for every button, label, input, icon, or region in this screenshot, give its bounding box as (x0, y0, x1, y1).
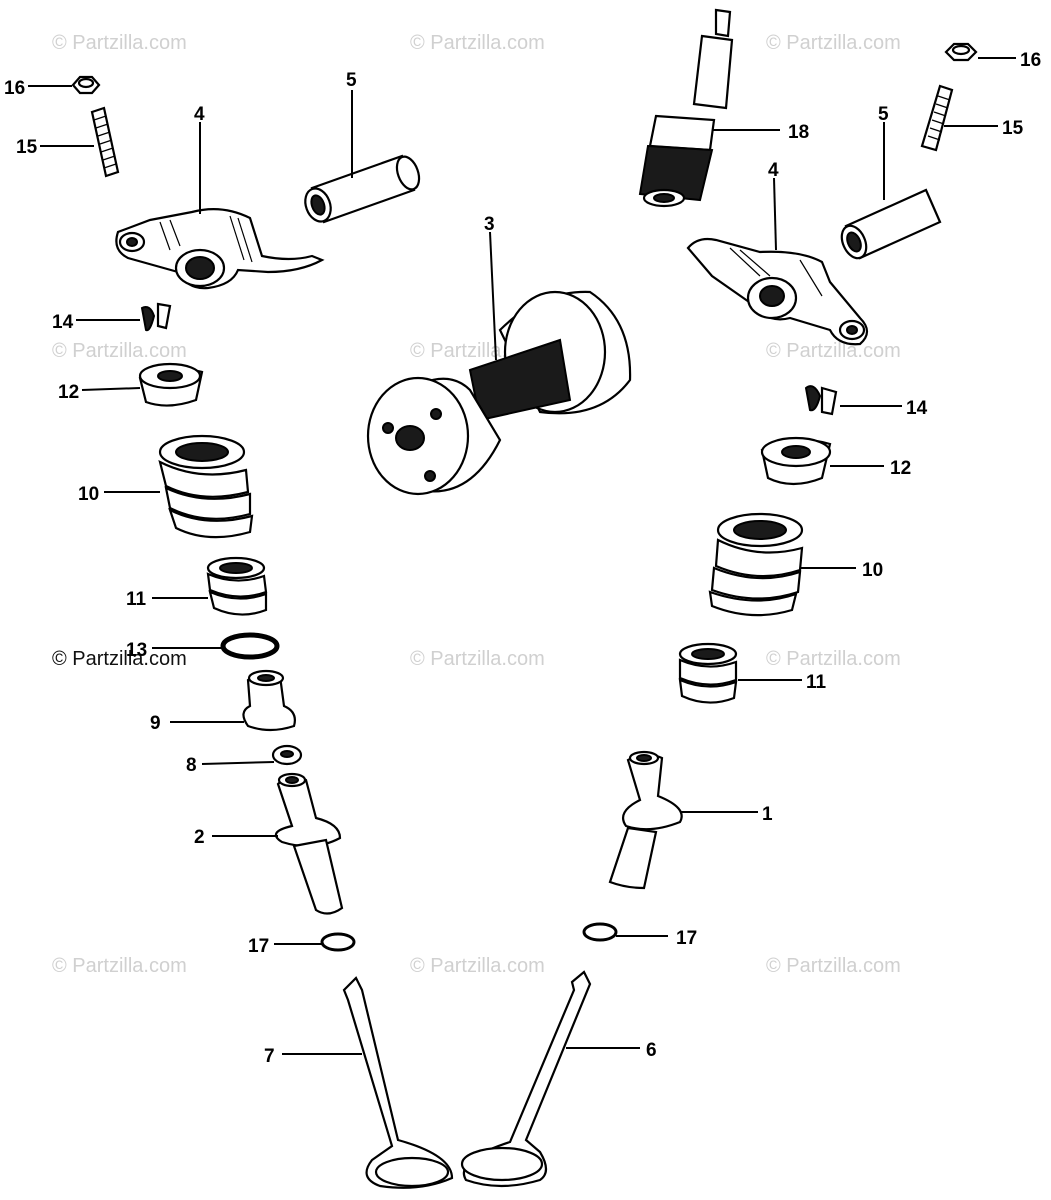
callout-18: 18 (788, 122, 809, 143)
callout-16-left: 16 (4, 78, 25, 99)
stem-seal-left (271, 744, 303, 766)
callout-2-left: 2 (194, 827, 205, 848)
spark-plug (638, 8, 734, 208)
watermark: © Partzilla.com (766, 340, 901, 362)
outer-spring-left (158, 434, 254, 539)
inner-spring-left (206, 556, 268, 616)
watermark: © Partzilla.com (410, 32, 545, 54)
valve-left (342, 976, 454, 1189)
callout-15-right: 15 (1002, 118, 1024, 139)
rocker-arm-left (115, 207, 325, 290)
valve-guide-right (608, 750, 683, 890)
o-ring-left (320, 932, 356, 952)
callout-11-left: 11 (126, 589, 147, 610)
retainer-left (138, 362, 204, 407)
outer-spring-right (708, 512, 804, 617)
callout-17-left: 17 (248, 936, 269, 957)
callout-14-right: 14 (906, 398, 928, 419)
spring-seat-left (242, 669, 296, 732)
stud-right (920, 84, 954, 152)
nut-right (944, 42, 978, 62)
callout-4-right: 4 (768, 160, 779, 181)
camshaft (366, 290, 632, 496)
callout-labels: 16 15 4 5 14 12 10 11 13 9 8 2 17 7 3 18… (4, 50, 1041, 1067)
retainer-right (760, 436, 832, 486)
watermark: © Partzilla.com (766, 955, 901, 977)
cotter-left (140, 302, 172, 332)
inner-spring-right (678, 642, 738, 704)
callout-16-right: 16 (1020, 50, 1041, 71)
callout-17-right: 17 (676, 928, 697, 949)
callout-9-left: 9 (150, 713, 161, 734)
callout-3: 3 (484, 214, 495, 235)
callout-1-right: 1 (762, 804, 773, 825)
rocker-shaft-right (840, 188, 942, 260)
callout-5-right: 5 (878, 104, 889, 125)
nut-left (71, 75, 101, 95)
watermark: © Partzilla.com (766, 648, 901, 670)
seat-ring-left (220, 632, 280, 660)
valve-right (460, 970, 592, 1188)
watermark: © Partzilla.com (410, 955, 545, 977)
rocker-shaft-left (304, 154, 421, 224)
cotter-right (804, 385, 838, 416)
stud-left (90, 106, 120, 178)
o-ring-right (582, 922, 618, 942)
watermark-main: © Partzilla.com (52, 648, 187, 670)
callout-10-left: 10 (78, 484, 99, 505)
callout-7-left: 7 (264, 1046, 275, 1067)
watermark: © Partzilla.com (410, 648, 545, 670)
callout-5-left: 5 (346, 70, 357, 91)
callout-4-left: 4 (194, 104, 205, 125)
callout-13-left: 13 (126, 640, 147, 661)
callout-8-left: 8 (186, 755, 197, 776)
callout-12-right: 12 (890, 458, 911, 479)
callout-11-right: 11 (806, 672, 827, 693)
callout-12-left: 12 (58, 382, 79, 403)
watermark: © Partzilla.com (52, 955, 187, 977)
valve-guide-left (274, 772, 344, 915)
rocker-arm-right (686, 237, 869, 346)
callout-10-right: 10 (862, 560, 883, 581)
callout-15-left: 15 (16, 137, 38, 158)
watermark: © Partzilla.com (52, 340, 187, 362)
watermark: © Partzilla.com (766, 32, 901, 54)
callout-14-left: 14 (52, 312, 74, 333)
callout-6-right: 6 (646, 1040, 657, 1061)
watermark: © Partzilla.com (52, 32, 187, 54)
leader-lines (28, 57, 1016, 1055)
